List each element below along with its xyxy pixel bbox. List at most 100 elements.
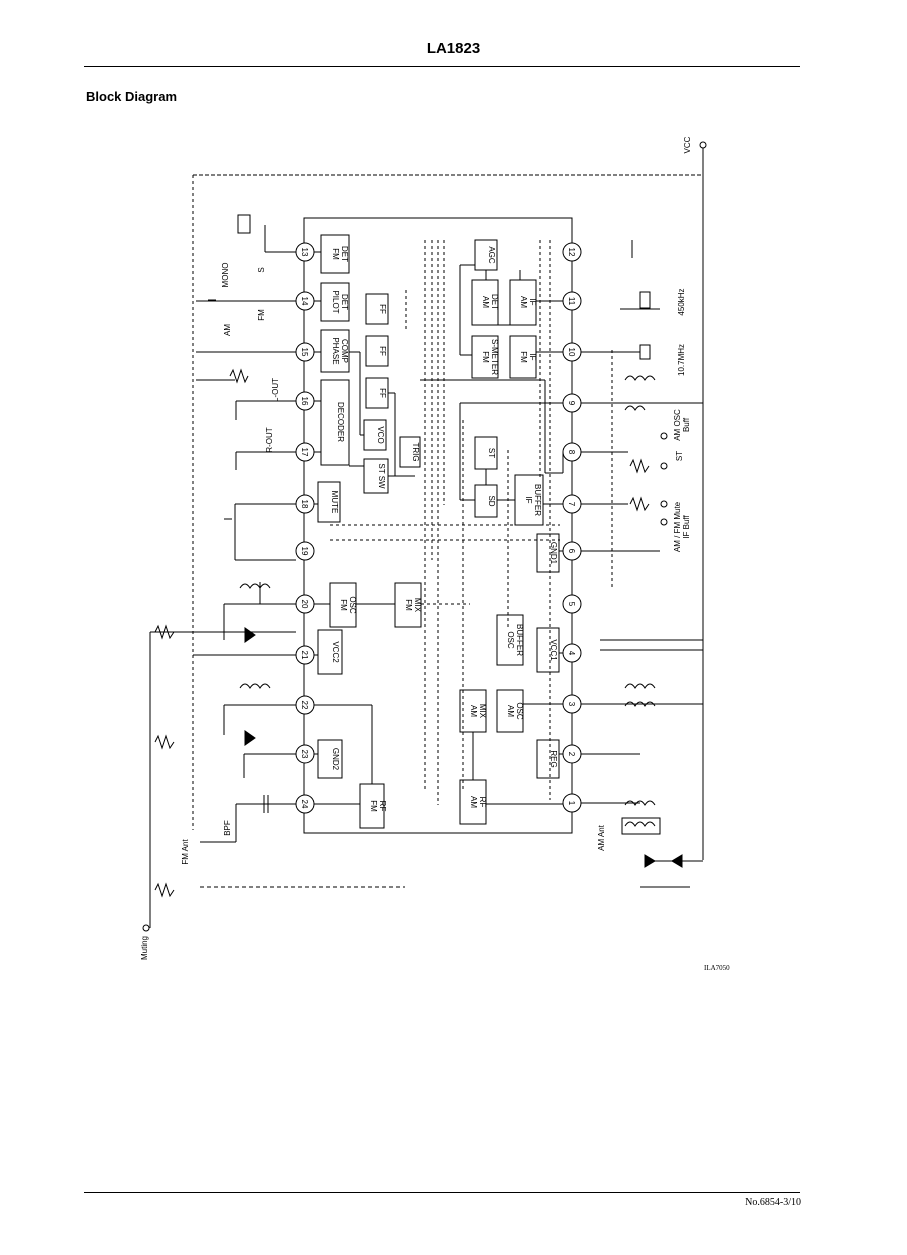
label-am-if-1: AM	[519, 296, 528, 308]
block-vcc2	[317, 629, 343, 675]
label-ff-1: FF	[378, 388, 387, 398]
pin-4-label: 4	[567, 651, 576, 656]
block-fm-smeter	[471, 335, 499, 379]
st-label: ST	[675, 451, 684, 461]
pin-13-label: 13	[300, 248, 309, 257]
drawing-ref: ILA7050	[704, 964, 730, 972]
block-trig	[399, 436, 421, 468]
label-st-block: ST	[487, 448, 496, 458]
pin-23-label: 23	[300, 750, 309, 759]
label-fm-osc-2: OSC	[348, 596, 357, 614]
pin-20-label: 20	[300, 600, 309, 609]
block-gnd1	[536, 533, 560, 573]
label-decoder: DECODER	[336, 402, 345, 442]
pin-24-label: 24	[300, 800, 309, 809]
block-osc-buffer	[496, 614, 524, 666]
block-decoder	[320, 379, 350, 466]
pin-5-label: 5	[567, 602, 576, 607]
internal-bus-lines	[330, 240, 560, 805]
block-am-osc	[496, 689, 524, 733]
label-vcc1: VCC1	[549, 639, 558, 661]
label-sd: SD	[487, 495, 496, 506]
left-pin-numbers: 13 14 15 16 17 18 19 20 21 22 23 24	[300, 248, 309, 809]
pin-16-label: 16	[300, 397, 309, 406]
label-phase-comp-2: COMP	[340, 339, 349, 363]
block-fm-if	[509, 335, 537, 379]
block-fm-osc	[329, 582, 357, 628]
label-fm-det-1: FM	[331, 248, 340, 260]
internal-wiring	[314, 251, 564, 805]
ic-outline	[303, 217, 573, 834]
block-phase-comp	[320, 329, 350, 373]
am-osc-buff-label-1: AM OSC	[673, 409, 682, 441]
block-ff-3	[365, 293, 389, 325]
label-phase-comp-1: PHASE	[331, 337, 340, 364]
pin-17-label: 17	[300, 448, 309, 457]
label-fm-osc-1: FM	[339, 599, 348, 611]
block-fm-mix	[394, 582, 422, 628]
label-pilot-det-1: PILOT	[331, 290, 340, 313]
label-am-mix-2: MIX	[478, 704, 487, 719]
label-fm-if-2: IF	[528, 353, 537, 360]
pin-21-label: 21	[300, 651, 309, 660]
label-mute: MUTE	[330, 491, 339, 514]
am-ant-label: AM Ant	[597, 824, 606, 851]
label-if-buffer-1: IF	[524, 496, 533, 503]
freq-450k-label: 450kHz	[677, 288, 686, 315]
l-out-label: L-OUT	[271, 378, 280, 402]
pin-14-label: 14	[300, 297, 309, 306]
bpf-label: BPF	[223, 820, 232, 836]
header-rule	[84, 66, 800, 67]
fm-switch-label: FM	[257, 309, 266, 321]
pin-12-label: 12	[567, 248, 576, 257]
label-am-rf-2: RF	[478, 797, 487, 808]
label-agc: AGC	[487, 246, 496, 264]
label-pilot-det-2: DET	[340, 294, 349, 310]
pin-11-label: 11	[567, 297, 576, 306]
pin-1-label: 1	[567, 801, 576, 806]
label-trig: TRIG	[411, 442, 420, 461]
label-osc-buffer-2: BUFFER	[515, 624, 524, 656]
freq-107m-label: 10.7MHz	[677, 344, 686, 376]
label-am-if-2: IF	[528, 298, 537, 305]
muting-label: Muting	[140, 936, 149, 960]
block-ff-2	[365, 335, 389, 367]
label-fm-rf-2: RF	[378, 801, 387, 812]
right-pin-numbers: 12 11 10 9 8 7 6 5 4 3 2 1	[567, 248, 576, 806]
label-fm-mix-1: FM	[404, 599, 413, 611]
label-fm-mix-2: MIX	[413, 598, 422, 613]
label-ff-3: FF	[378, 304, 387, 314]
footer-page-ref: No.6854-3/10	[745, 1197, 801, 1208]
am-switch-label: AM	[223, 324, 232, 336]
pin-19-label: 19	[300, 547, 309, 556]
label-fm-rf-1: FM	[369, 800, 378, 812]
label-fm-det-2: DET	[340, 246, 349, 262]
block-am-det	[471, 279, 499, 326]
label-if-buffer-2: BUFFER	[533, 484, 542, 516]
part-number-header: LA1823	[426, 40, 481, 57]
label-am-det-2: DET	[490, 294, 499, 310]
pin-8-label: 8	[567, 450, 576, 455]
external-labels: VCC MONO S AM FM L-OUT R-OUT 450kHz 10.7…	[140, 136, 692, 960]
label-reg: REG	[549, 750, 558, 767]
label-vcc2: VCC2	[331, 641, 340, 663]
left-external-components	[142, 214, 405, 932]
pin-15-label: 15	[300, 348, 309, 357]
block-fm-det	[320, 234, 350, 274]
block-pilot-det	[320, 282, 350, 322]
block-gnd2	[317, 739, 343, 779]
left-pins	[295, 242, 315, 814]
block-am-if	[509, 279, 537, 326]
block-labels: FM DET PILOT DET PHASE COMP DECODER VCO …	[330, 246, 558, 812]
label-am-rf-1: AM	[469, 796, 478, 808]
label-gnd1: GND1	[549, 542, 558, 565]
am-fm-mute-label-1: AM / FM Mute	[673, 501, 682, 552]
fm-ant-label: FM Ant	[181, 839, 190, 865]
vcc-label: VCC	[683, 136, 692, 153]
label-am-mix-1: AM	[469, 705, 478, 717]
pin-22-label: 22	[300, 701, 309, 710]
label-osc-buffer-1: OSC	[506, 631, 515, 649]
label-ff-2: FF	[378, 346, 387, 356]
block-mute	[317, 481, 341, 523]
footer-rule	[84, 1192, 800, 1193]
